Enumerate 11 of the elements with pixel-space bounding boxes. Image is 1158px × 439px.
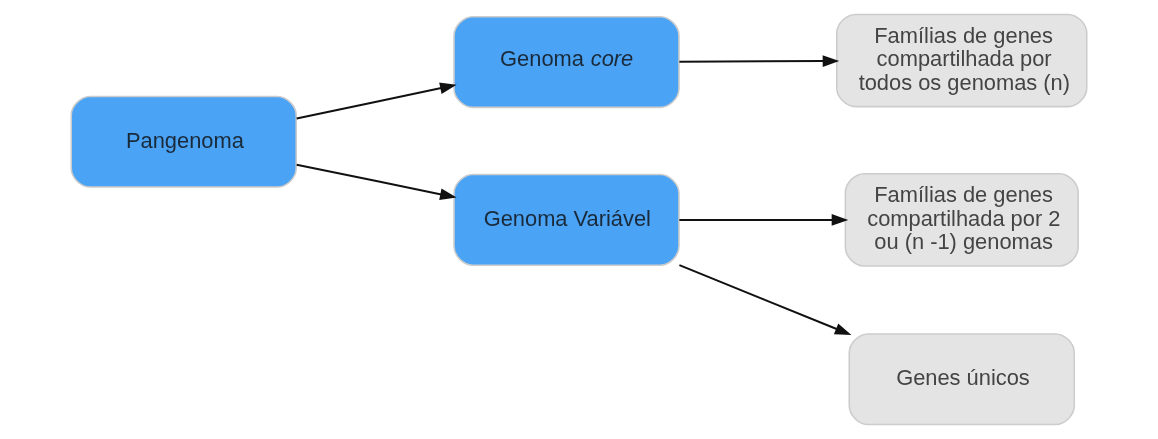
node-box: Genoma Variável xyxy=(453,173,680,266)
node-box: Pangenoma xyxy=(70,95,297,188)
arrow xyxy=(679,264,852,336)
arrow xyxy=(679,214,849,226)
arrow xyxy=(679,55,840,67)
node-box: Genes únicos xyxy=(848,333,1076,426)
node-box: Famílias de genes compartilhada por todos os genomas (n) xyxy=(836,13,1088,108)
arrow xyxy=(296,163,457,200)
arrow xyxy=(296,82,457,120)
node-box: Famílias de genes compartilhada por 2 ou (n -1) genomas xyxy=(844,173,1079,267)
node-box: Genoma core xyxy=(453,16,680,109)
